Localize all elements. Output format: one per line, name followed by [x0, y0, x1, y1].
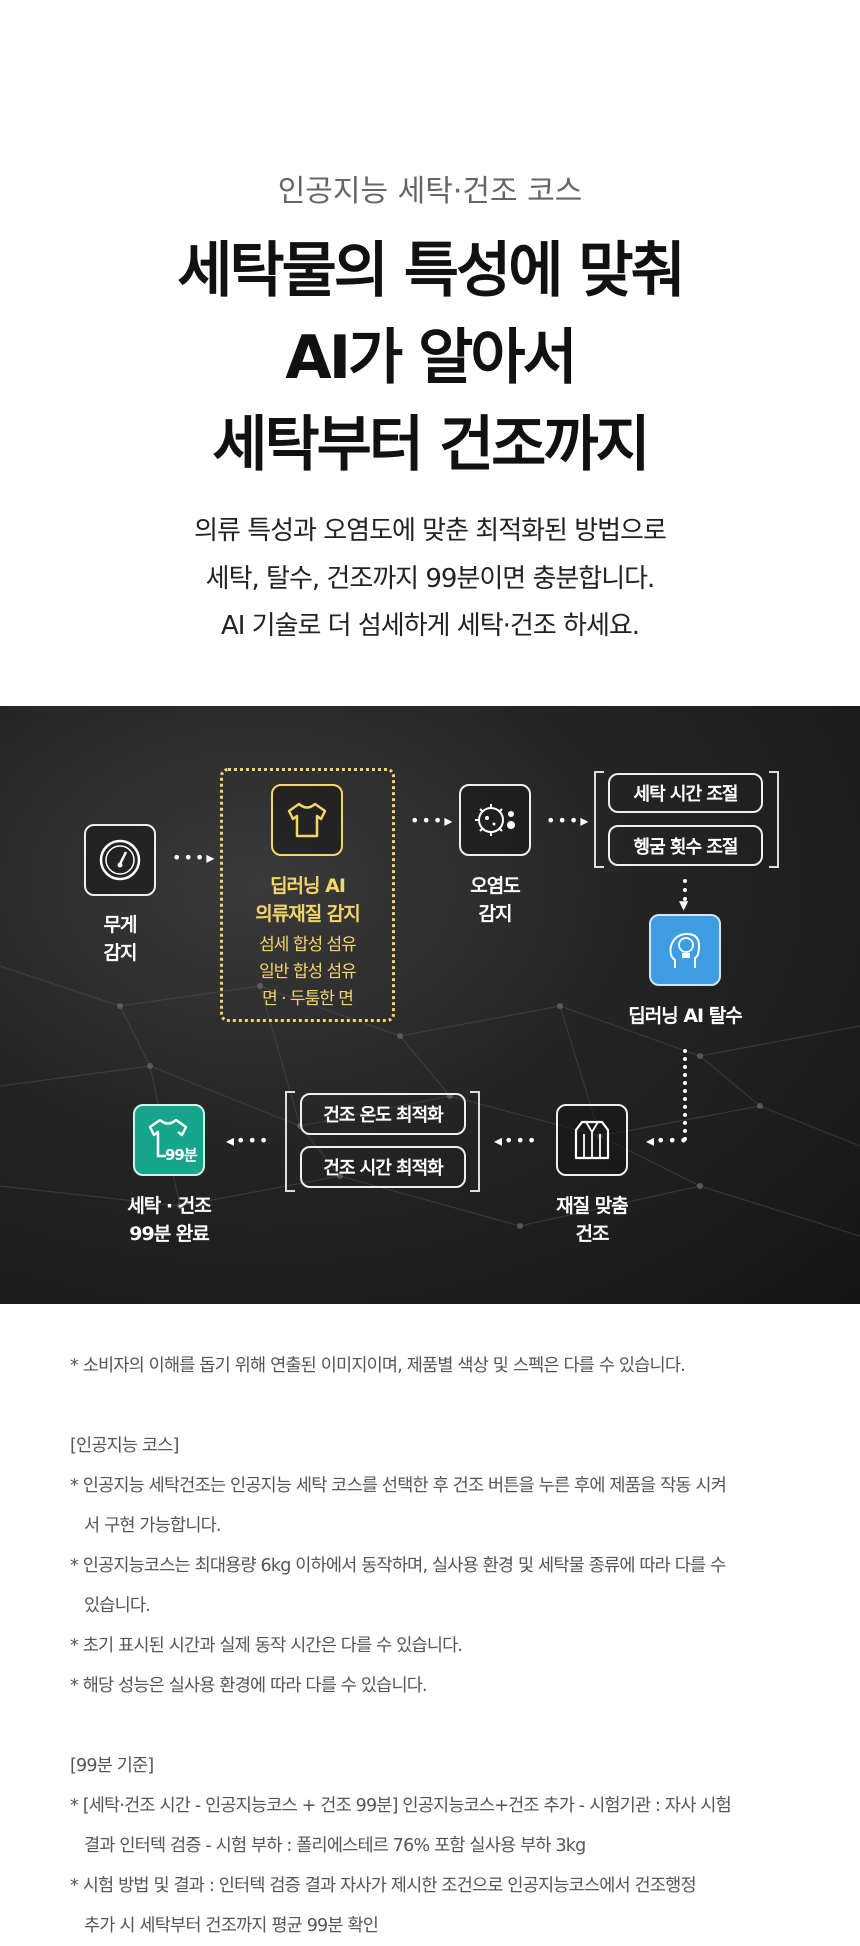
spin-label: 딥러닝 AI 탈수 [628, 1005, 742, 1027]
network-background [0, 965, 860, 1237]
note: 있습니다. [84, 1596, 151, 1616]
note: * 시험 방법 및 결과 : 인터텍 검증 결과 자사가 제시한 조건으로 인공… [70, 1876, 697, 1896]
wash-time-adjust: 세탁 시간 조절 [608, 773, 763, 813]
headline-line-1: 세탁물의 특성에 맞춰 [177, 236, 686, 306]
arrow-left-icon: ◂••• [494, 1131, 539, 1150]
wash-adjust-bracket [594, 771, 779, 868]
virus-icon [459, 784, 531, 856]
shirt-icon [556, 1104, 628, 1176]
note: 결과 인터텍 검증 - 시험 부하 : 폴리에스테르 76% 포함 실사용 부하… [84, 1836, 586, 1856]
dry-time-optimize: 건조 시간 최적화 [300, 1146, 466, 1188]
body-line-2: 세탁, 탈수, 건조까지 99분이면 충분합니다. [205, 564, 656, 594]
dotted-connector [683, 879, 687, 901]
arrow-right-icon: •••▸ [410, 811, 455, 830]
footnotes: * 소비자의 이해를 돕기 위해 연출된 이미지이며, 제품별 색상 및 스펙은… [70, 1346, 810, 1946]
arrow-left-icon: ◂••• [226, 1131, 271, 1150]
note: 서 구현 가능합니다. [84, 1516, 222, 1536]
dry-temp-optimize: 건조 온도 최적화 [300, 1093, 466, 1135]
ai-head-icon [649, 914, 721, 986]
ai-notes-title: [인공지능 코스] [70, 1436, 179, 1456]
fabric-detect-frame [220, 768, 395, 1022]
body-line-1: 의류 특성과 오염도에 맞춘 최적화된 방법으로 [194, 516, 667, 546]
dotted-connector [683, 1049, 687, 1141]
eyebrow: 인공지능 세탁·건조 코스 [277, 174, 583, 209]
arrow-right-icon: •••▸ [172, 848, 217, 867]
tshirt-99-icon: 99분 [133, 1104, 205, 1176]
badge-99: 99분 [165, 1146, 198, 1164]
gauge-icon [84, 824, 156, 896]
t99-notes-title: [99분 기준] [70, 1756, 154, 1776]
headline-line-3: 세탁부터 건조까지 [212, 410, 651, 480]
tshirt-icon [271, 784, 343, 856]
rinse-count-adjust: 헹굼 횟수 조절 [608, 825, 763, 866]
body-line-3: AI 기술로 더 섬세하게 세탁·건조 하세요. [220, 611, 640, 641]
arrow-left-icon: ◂••• [646, 1131, 691, 1150]
note: * 인공지능코스는 최대용량 6kg 이하에서 동작하며, 실사용 환경 및 세… [70, 1556, 726, 1576]
dry-adjust-bracket [285, 1091, 480, 1192]
headline-line-2: AI가 알아서 [285, 323, 577, 393]
note: * 해당 성능은 실사용 환경에 따라 다를 수 있습니다. [70, 1676, 428, 1696]
note: * 인공지능 세탁건조는 인공지능 세탁 코스를 선택한 후 건조 버튼을 누른… [70, 1476, 727, 1496]
note: 추가 시 세탁부터 건조까지 평균 99분 확인 [84, 1916, 379, 1936]
note: * 초기 표시된 시간과 실제 동작 시간은 다를 수 있습니다. [70, 1636, 463, 1656]
disclaimer: * 소비자의 이해를 돕기 위해 연출된 이미지이며, 제품별 색상 및 스펙은… [70, 1356, 686, 1376]
arrow-down-icon: ▼ [679, 898, 691, 912]
arrow-right-icon: •••▸ [546, 811, 591, 830]
note: * [세탁·건조 시간 - 인공지능코스 + 건조 99분] 인공지능코스+건조… [70, 1796, 732, 1816]
